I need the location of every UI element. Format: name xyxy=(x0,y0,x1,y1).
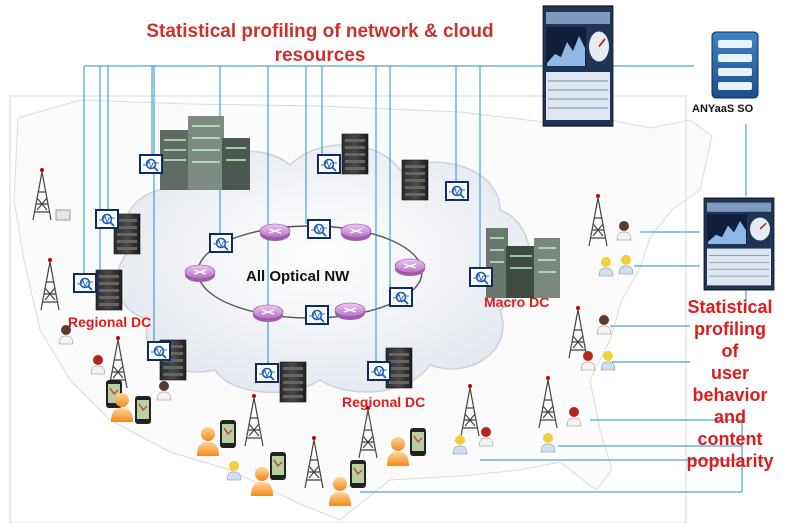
title-line-1: Statistical profiling of network & cloud xyxy=(146,21,494,42)
regional-dc-south-label: Regional DC xyxy=(342,394,426,410)
router-icon xyxy=(334,302,366,321)
user-profiling-text: Statistical profiling of user behavior a… xyxy=(672,296,788,472)
monitor-icon xyxy=(95,209,119,229)
monitor-icon xyxy=(139,154,163,174)
smartphone-icon xyxy=(349,459,367,489)
monitor-icon xyxy=(73,273,97,293)
server-rack-icon xyxy=(95,269,123,311)
network-links xyxy=(83,65,747,493)
monitor-icon xyxy=(367,361,391,381)
map-frame xyxy=(9,95,687,523)
router-icon xyxy=(184,264,216,283)
smartphone-icon xyxy=(134,395,152,425)
regional-dc-west-label: Regional DC xyxy=(68,314,152,330)
so-label: ANYaaS SO xyxy=(692,103,754,115)
side-line-5: behavior xyxy=(692,385,768,405)
monitor-icon xyxy=(147,341,171,361)
server-rack-icon xyxy=(279,361,307,403)
monitor-icon xyxy=(305,305,329,325)
diagram-title: Statistical profiling of network & cloud… xyxy=(95,20,545,68)
monitor-icon xyxy=(469,267,493,287)
side-line-3: of xyxy=(721,341,739,361)
smartphone-icon xyxy=(269,451,287,481)
monitor-icon xyxy=(389,287,413,307)
data-center-top-icon xyxy=(160,116,250,190)
monitor-icon xyxy=(307,219,331,239)
monitor-icon xyxy=(445,181,469,201)
macro-dc-building-icon xyxy=(486,228,560,298)
access-point-icon xyxy=(55,209,71,221)
monitor-icon xyxy=(317,154,341,174)
core-network-label: All Optical NW xyxy=(246,268,350,285)
title-line-2: resources xyxy=(274,45,366,66)
monitor-icon xyxy=(209,233,233,253)
user-dashboard-icon xyxy=(703,197,775,291)
side-line-8: popularity xyxy=(686,451,774,471)
smartphone-icon xyxy=(219,419,237,449)
network-dashboard-icon xyxy=(542,5,614,127)
side-line-4: user xyxy=(710,363,750,383)
side-line-7: content xyxy=(697,429,763,449)
smartphone-icon xyxy=(409,427,427,457)
server-rack-icon xyxy=(341,133,369,175)
side-line-6: and xyxy=(713,407,746,427)
router-icon xyxy=(340,223,372,242)
server-rack-icon xyxy=(401,159,429,201)
side-line-1: Statistical xyxy=(687,297,773,317)
so-server-icon xyxy=(711,31,759,99)
router-icon xyxy=(394,258,426,277)
router-icon xyxy=(252,304,284,323)
monitor-icon xyxy=(255,363,279,383)
side-line-2: profiling xyxy=(694,319,766,339)
router-icon xyxy=(259,223,291,242)
